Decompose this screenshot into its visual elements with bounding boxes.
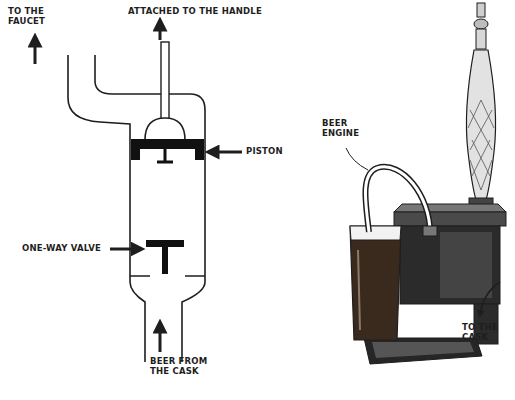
faucet-arrow xyxy=(34,40,37,64)
engine-leader xyxy=(346,148,368,170)
piston-rod xyxy=(161,42,169,122)
piston-dome xyxy=(145,118,185,140)
piston-arrow xyxy=(212,151,242,154)
handle-finial xyxy=(477,3,485,17)
part-label: BEER ENGINE xyxy=(322,118,368,138)
flow-label: TO THE CASK xyxy=(462,322,510,342)
piston-stem xyxy=(157,149,173,162)
beer-foam xyxy=(350,226,401,240)
glass-highlight xyxy=(358,250,360,330)
drip-tray-grid xyxy=(372,342,474,358)
flow-label: BEER FROM THE CASK xyxy=(150,356,214,376)
flow-label: TO THE FAUCET xyxy=(8,6,56,26)
spout-tube xyxy=(365,167,430,232)
spout-tube-inner xyxy=(365,167,430,232)
leader-arrows xyxy=(35,24,242,352)
one-way-valve xyxy=(146,240,184,274)
cask-hose xyxy=(480,282,500,314)
housing-wall xyxy=(95,55,161,94)
valve-seat xyxy=(130,275,205,277)
part-label: PISTON xyxy=(246,146,306,156)
handle-neck xyxy=(476,29,486,49)
handle-knob xyxy=(474,19,488,29)
beer-engine xyxy=(346,3,506,364)
body-panel xyxy=(440,232,492,298)
piston xyxy=(131,118,204,162)
handle-arrow xyxy=(159,24,162,40)
housing-wall xyxy=(68,55,145,362)
valve-arrow xyxy=(110,248,138,251)
top-plate xyxy=(394,204,506,212)
part-label: ONE-WAY VALVE xyxy=(22,243,118,253)
part-label: ATTACHED TO THE HANDLE xyxy=(128,6,288,16)
pump-housing xyxy=(68,55,205,362)
beer-glass xyxy=(350,226,401,340)
handle-body xyxy=(466,50,495,200)
spout-nozzle xyxy=(423,226,437,236)
inflow-arrow xyxy=(159,326,162,352)
top-plate-edge xyxy=(394,212,506,226)
pump-body xyxy=(400,226,500,304)
handle-pattern xyxy=(468,100,494,190)
piston-cup xyxy=(131,139,204,160)
